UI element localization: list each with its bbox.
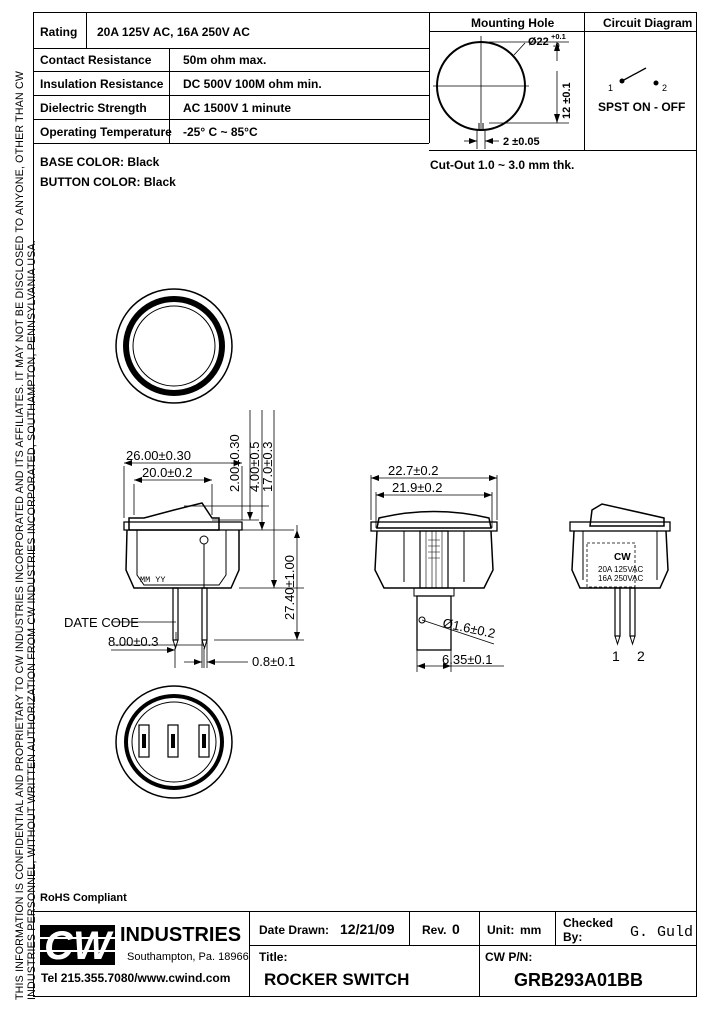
date-drawn-label: Date Drawn: [259, 923, 330, 937]
spec-value-insulation: DC 500V 100M ohm min. [183, 77, 322, 91]
mounting-hole-header: Mounting Hole [471, 16, 555, 30]
right-pin-1: 1 [612, 648, 620, 664]
button-color: BUTTON COLOR: Black [40, 175, 176, 189]
label-cw: CW [614, 552, 631, 563]
dim-635: 6.35±0.1 [442, 652, 493, 667]
pn-label: CW P/N: [485, 950, 533, 964]
checked-label-1: Checked [563, 916, 614, 930]
spec-value-dielectric: AC 1500V 1 minute [183, 101, 292, 115]
circuit-diagram-header: Circuit Diagram [603, 16, 693, 30]
dim-text-left: 26.00±0.30 20.0±0.2 2.00±0.30 4.00±0.5 1… [64, 434, 297, 669]
unit-value: mm [520, 923, 542, 937]
arrowheads-middle [371, 475, 497, 669]
mounting-height-dim: 12 ±0.1 [561, 82, 573, 119]
mounting-tol-minus: -0 [553, 41, 560, 50]
dim-219: 21.9±0.2 [392, 480, 443, 495]
circuit-pin-1: 1 [608, 83, 613, 93]
label-16a: 16A 250VAC [598, 574, 643, 583]
title-value: ROCKER SWITCH [264, 970, 410, 989]
dim-08: 0.8±0.1 [252, 654, 295, 669]
dim-227: 22.7±0.2 [388, 463, 439, 478]
side-view-right: CW 20A 125VAC 16A 250VAC 1 2 [569, 503, 671, 664]
arrowheads-left [124, 460, 300, 665]
pn-value: GRB293A01BB [514, 970, 644, 990]
dimensions-middle [370, 475, 504, 672]
bottom-view [115, 685, 233, 799]
unit-label: Unit: [487, 923, 515, 937]
mounting-circuit-box: Mounting Hole Circuit Diagram [429, 12, 697, 152]
dim-2740: 27.40±1.00 [282, 555, 297, 620]
spec-label-insulation: Insulation Resistance [40, 77, 164, 91]
company-contact: Tel 215.355.7080/www.cwind.com [41, 971, 231, 985]
checked-value: G. Guld [630, 924, 694, 941]
date-drawn-value: 12/21/09 [340, 921, 395, 937]
company-name: INDUSTRIES [120, 924, 242, 946]
mounting-hole-drawing: Ø22 +0.1 -0 12 ±0.1 2 ±0.05 [433, 32, 573, 149]
circuit-symbol: 1 2 SPST ON - OFF [598, 67, 685, 114]
label-20a: 20A 125VAC [598, 565, 643, 574]
dim-16: Ø1.6±0.2 [441, 615, 496, 641]
front-view-middle [370, 510, 498, 651]
drawing-frame [33, 12, 697, 997]
mounting-width-dim: 2 ±0.05 [503, 136, 540, 148]
spec-value-contact: 50m ohm max. [183, 53, 267, 67]
rohs-compliant: RoHS Compliant [40, 892, 127, 904]
mounting-tol-plus: +0.1 [551, 32, 566, 41]
spec-table: Rating 20A 125V AC, 16A 250V AC Contact … [33, 12, 430, 144]
logo-text: CW [44, 925, 114, 965]
spec-value-temperature: -25° C ~ 85°C [183, 125, 258, 139]
date-code-label: DATE CODE [64, 615, 139, 630]
rev-value: 0 [452, 921, 460, 937]
spec-label-dielectric: Dielectric Strength [40, 101, 147, 115]
dim-20: 20.0±0.2 [142, 465, 193, 480]
dim-400: 4.00±0.5 [247, 441, 262, 492]
checked-label-2: By: [563, 930, 583, 944]
rating-label: Rating [40, 25, 78, 39]
circuit-pin-2: 2 [662, 83, 667, 93]
base-color: BASE COLOR: Black [40, 155, 160, 169]
mmyy-text: MM YY [140, 575, 166, 585]
rating-value: 20A 125V AC, 16A 250V AC [97, 25, 250, 39]
dim-26: 26.00±0.30 [126, 448, 191, 463]
title-label: Title: [259, 950, 288, 964]
circuit-type: SPST ON - OFF [598, 100, 685, 114]
cutout-note: Cut-Out 1.0 ~ 3.0 mm thk. [430, 158, 575, 172]
side-view-left: MM YY [123, 502, 243, 650]
dim-800: 8.00±0.3 [108, 634, 159, 649]
spec-label-temperature: Operating Temperature [40, 125, 172, 139]
cw-logo: CW [40, 925, 115, 965]
rev-label: Rev. [422, 923, 447, 937]
mounting-diameter: Ø22 [528, 36, 549, 48]
title-block [33, 911, 697, 997]
dim-170: 17.0±0.3 [260, 441, 275, 492]
switch-drawing: MM YY [64, 288, 671, 799]
company-city: Southampton, Pa. 18966 [127, 951, 249, 963]
spec-label-contact: Contact Resistance [40, 53, 152, 67]
right-pin-2: 2 [637, 648, 645, 664]
dim-200: 2.00±0.30 [227, 434, 242, 492]
